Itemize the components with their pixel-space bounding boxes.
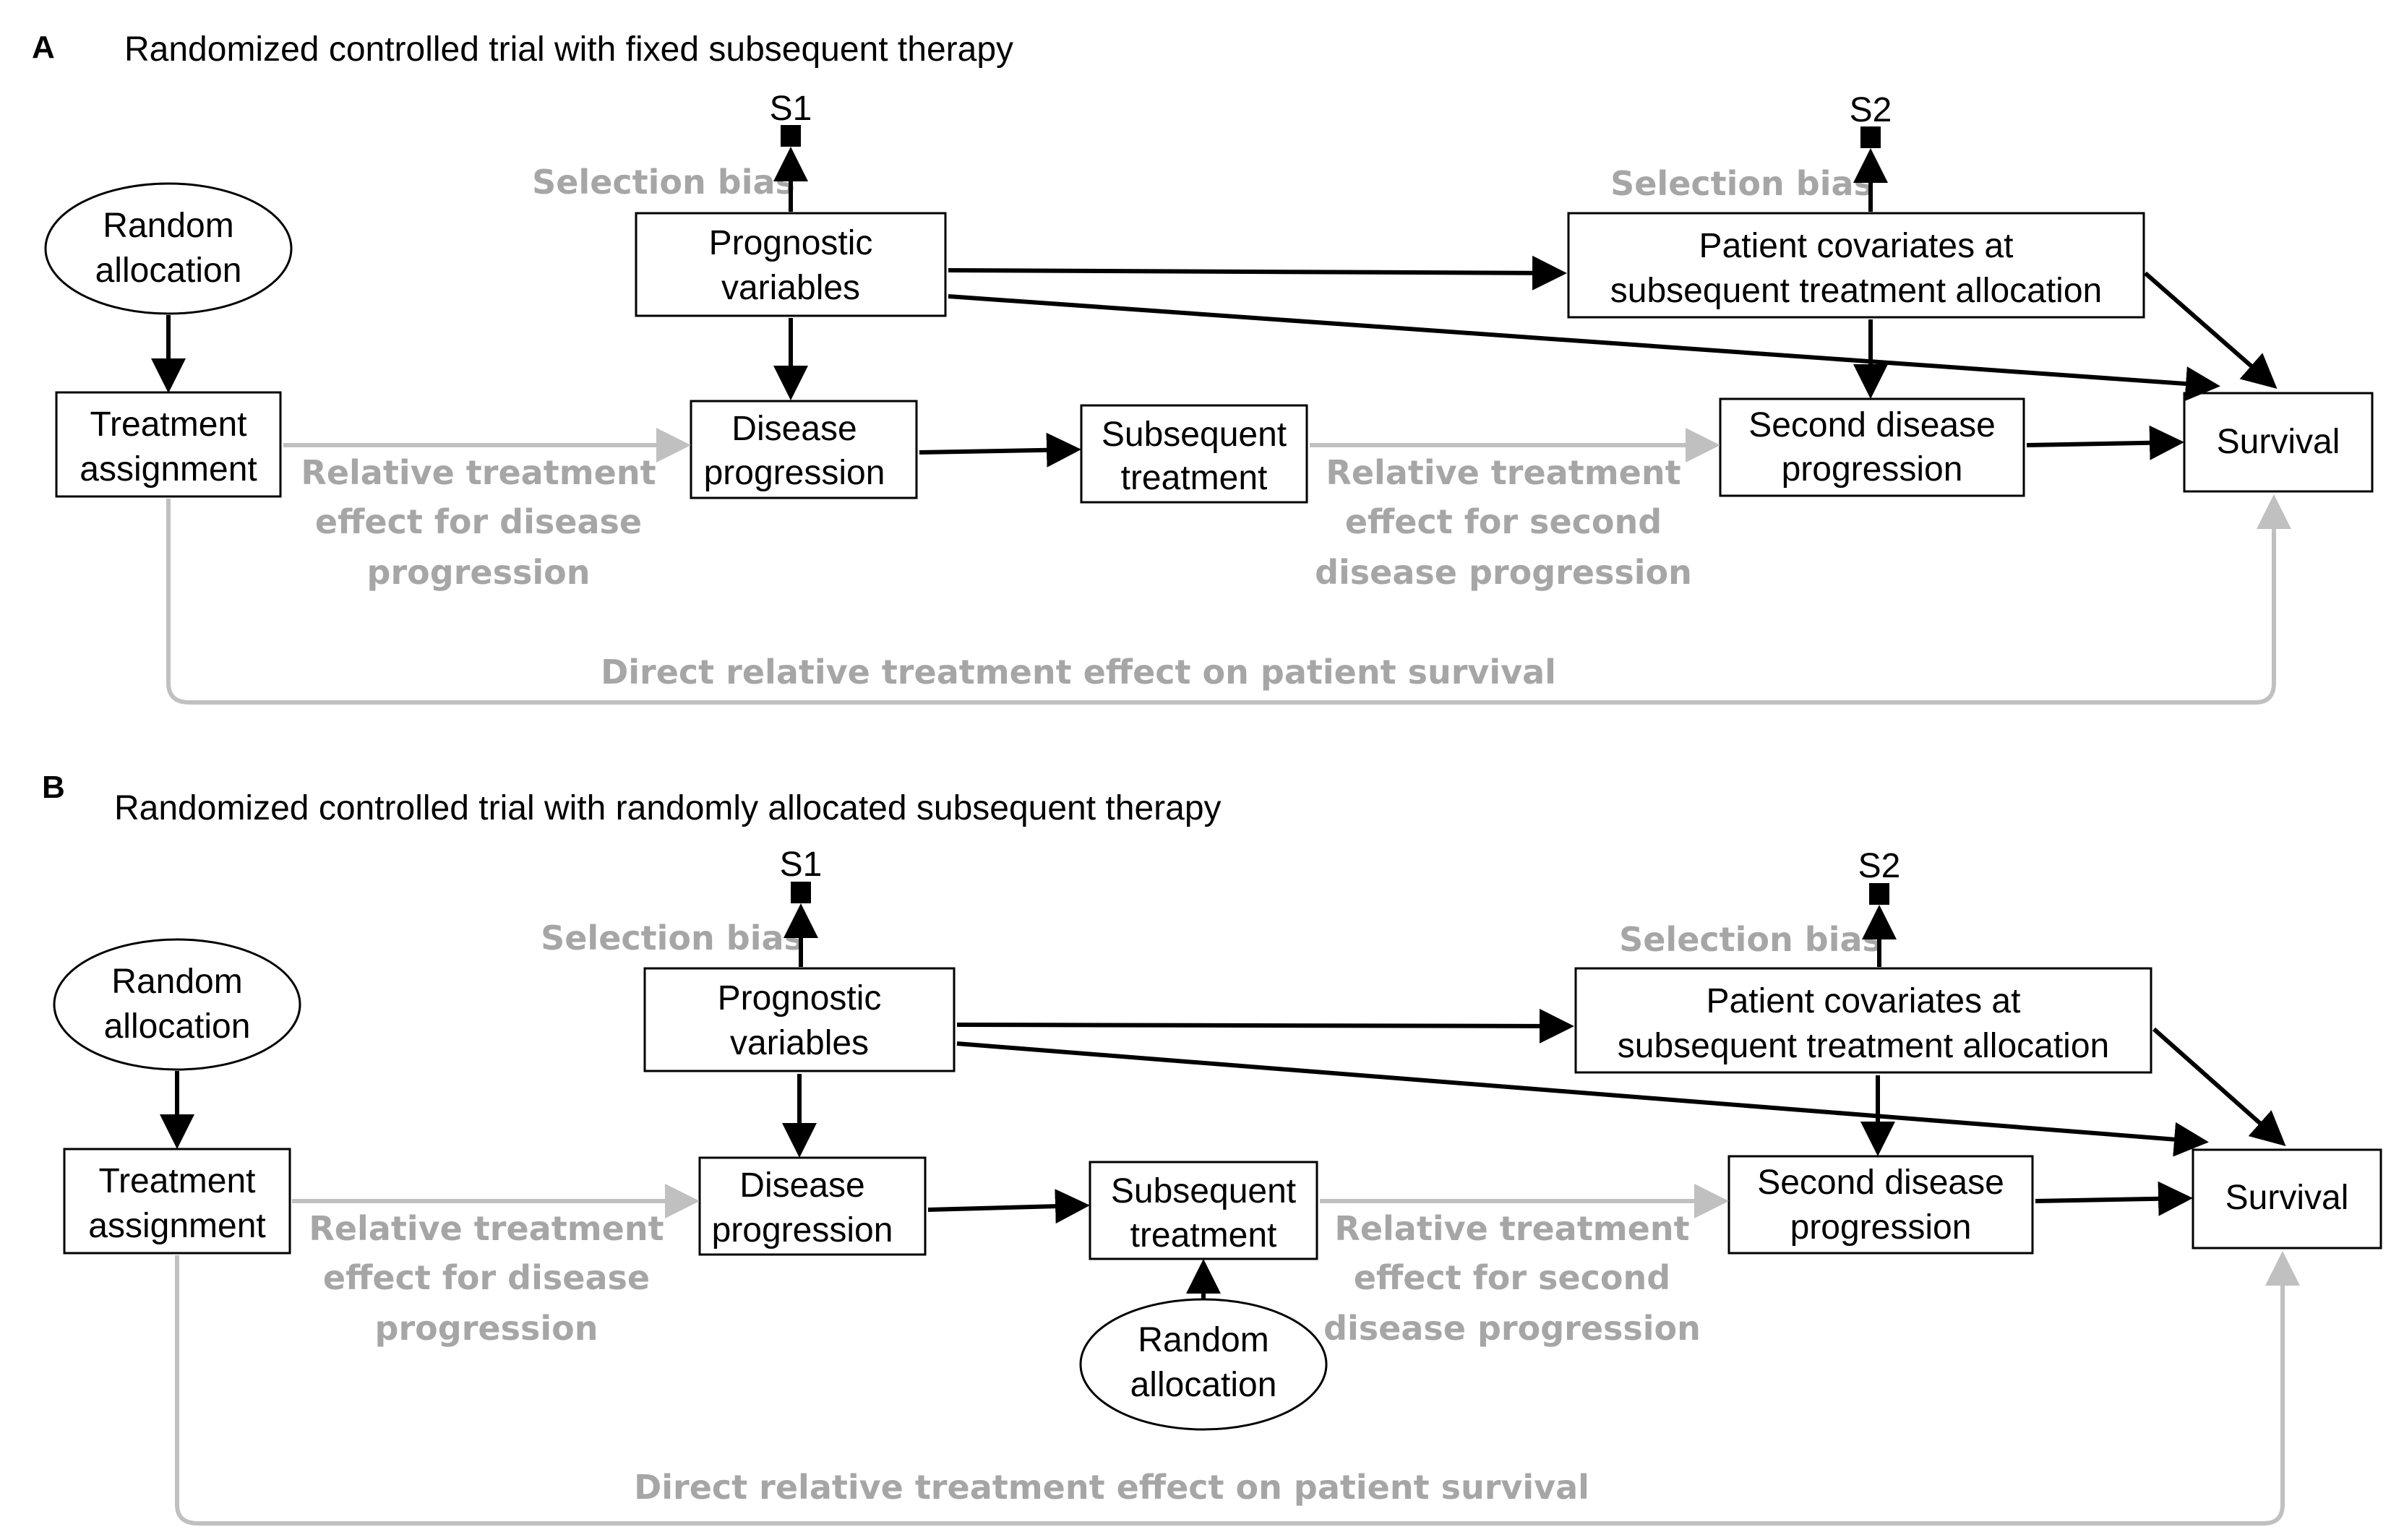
random-allocation-line-2: allocation (95, 251, 242, 290)
s2-label: S2 (1850, 91, 1892, 129)
second-disease-progression-line-1: Second disease (1748, 406, 1996, 444)
arrow-direct-effect (175, 1251, 2300, 1526)
treatment-assignment-line-2: assignment (80, 450, 257, 489)
effect-second-line-1: Relative treatment (1334, 1209, 1689, 1248)
panel-a: A Randomized controlled trial with fixed… (32, 30, 2374, 705)
s1-label: S1 (780, 846, 823, 884)
effect-second-progression-label: Relative treatment effect for second dis… (1315, 453, 1692, 592)
survival-node: Survival (2183, 392, 2374, 493)
panel-a-letter: A (32, 30, 55, 65)
effect-second-progression-label: Relative treatment effect for second dis… (1323, 1209, 1701, 1348)
panel-b-title: Randomized controlled trial with randoml… (114, 789, 1222, 827)
subsequent-treatment-line-1: Subsequent (1102, 416, 1287, 454)
random-allocation-2-node: Random allocation (1079, 1298, 1328, 1431)
prognostic-variables-line-1: Prognostic (709, 224, 873, 262)
effect-disease-progression-label: Relative treatment effect for disease pr… (309, 1209, 664, 1348)
treatment-assignment-node: Treatment assignment (63, 1148, 291, 1255)
effect-disease-line-1: Relative treatment (301, 453, 656, 492)
random-allocation-node: Random allocation (44, 182, 293, 315)
prognostic-variables-line-2: variables (721, 269, 860, 307)
subsequent-treatment-line-2: treatment (1121, 459, 1268, 497)
arrow-progression-to-subsequent (927, 1189, 1090, 1224)
effect-disease-line-3: progression (367, 553, 591, 592)
arrow-direct-effect (166, 494, 2291, 705)
prognostic-variables-line-2: variables (730, 1024, 869, 1062)
treatment-assignment-line-1: Treatment (90, 405, 247, 444)
prognostic-variables-line-1: Prognostic (718, 979, 882, 1018)
treatment-assignment-line-2: assignment (88, 1207, 265, 1245)
patient-covariates-node: Patient covariates at subsequent treatme… (1567, 212, 2145, 319)
effect-second-line-3: disease progression (1315, 553, 1692, 592)
selection-bias-2: Selection bias (1610, 164, 1873, 203)
survival-node: Survival (2192, 1148, 2382, 1249)
effect-second-line-2: effect for second (1354, 1258, 1670, 1297)
disease-progression-line-2: progression (712, 1211, 893, 1249)
s1-label: S1 (770, 90, 812, 128)
disease-progression-line-1: Disease (731, 410, 857, 448)
random-allocation-node: Random allocation (53, 938, 301, 1071)
s2-label: S2 (1858, 847, 1901, 885)
disease-progression-line-2: progression (704, 454, 885, 492)
effect-disease-line-1: Relative treatment (309, 1209, 664, 1248)
arrow-prognostic-to-covariates (948, 255, 1567, 291)
effect-disease-line-2: effect for disease (323, 1258, 650, 1297)
s1-marker (791, 882, 811, 903)
second-disease-progression-line-1: Second disease (1757, 1163, 2004, 1202)
treatment-assignment-line-1: Treatment (99, 1162, 256, 1200)
panel-b-letter: B (42, 770, 65, 805)
random-allocation-line-2: allocation (104, 1007, 251, 1046)
arrow-covariates-to-survival (2152, 1027, 2286, 1146)
arrow-second-progression-to-survival (2026, 425, 2184, 460)
second-disease-progression-line-2: progression (1782, 450, 1963, 489)
subsequent-treatment-node: Subsequent treatment (1089, 1161, 1318, 1260)
effect-second-line-2: effect for second (1345, 502, 1662, 541)
effect-disease-line-3: progression (375, 1309, 598, 1348)
disease-progression-line-1: Disease (739, 1166, 864, 1205)
random-allocation-line-1: Random (103, 207, 233, 245)
selection-bias-2: Selection bias (1619, 920, 1882, 959)
second-disease-progression-node: Second disease progression (1719, 397, 2025, 497)
arrow-progression-to-subsequent (919, 432, 1081, 468)
subsequent-treatment-line-2: treatment (1130, 1216, 1277, 1255)
patient-covariates-line-2: subsequent treatment allocation (1610, 272, 2102, 310)
survival-label: Survival (2217, 423, 2340, 461)
panel-a-title: Randomized controlled trial with fixed s… (124, 30, 1013, 69)
patient-covariates-node: Patient covariates at subsequent treatme… (1574, 967, 2152, 1074)
effect-second-line-3: disease progression (1323, 1309, 1701, 1348)
effect-disease-progression-label: Relative treatment effect for disease pr… (301, 453, 656, 592)
patient-covariates-line-1: Patient covariates at (1699, 227, 2014, 265)
patient-covariates-line-1: Patient covariates at (1707, 982, 2021, 1020)
disease-progression-node: Disease progression (690, 400, 918, 499)
effect-disease-line-2: effect for disease (315, 502, 642, 541)
random-allocation-2-line-2: allocation (1130, 1366, 1277, 1404)
treatment-assignment-node: Treatment assignment (55, 391, 282, 498)
panel-b: B Randomized controlled trial with rando… (42, 770, 2382, 1526)
effect-second-line-1: Relative treatment (1326, 453, 1680, 492)
arrow-second-progression-to-survival (2035, 1181, 2193, 1216)
s2-marker (1869, 883, 1889, 905)
arrow-prognostic-to-covariates (956, 1008, 1574, 1044)
selection-bias-1: Selection bias (541, 919, 804, 958)
subsequent-treatment-line-1: Subsequent (1111, 1172, 1296, 1210)
random-allocation-line-1: Random (111, 963, 242, 1001)
direct-effect-label: Direct relative treatment effect on pati… (634, 1468, 1589, 1507)
direct-effect-label: Direct relative treatment effect on pati… (601, 653, 1556, 692)
patient-covariates-line-2: subsequent treatment allocation (1618, 1027, 2109, 1065)
s1-marker (781, 125, 801, 147)
arrow-prognostic-to-survival (956, 1041, 2209, 1157)
prognostic-variables-node: Prognostic variables (643, 967, 956, 1072)
second-disease-progression-line-2: progression (1790, 1208, 1972, 1247)
prognostic-variables-node: Prognostic variables (635, 212, 947, 317)
arrow-covariates-to-survival (2144, 271, 2278, 389)
second-disease-progression-node: Second disease progression (1727, 1155, 2034, 1255)
disease-progression-node: Disease progression (698, 1156, 927, 1256)
random-allocation-2-line-1: Random (1138, 1321, 1269, 1359)
selection-bias-1: Selection bias (532, 163, 795, 202)
subsequent-treatment-node: Subsequent treatment (1080, 404, 1308, 504)
s2-marker (1860, 126, 1881, 148)
arrow-prognostic-to-survival (948, 294, 2220, 401)
survival-label: Survival (2225, 1179, 2349, 1217)
